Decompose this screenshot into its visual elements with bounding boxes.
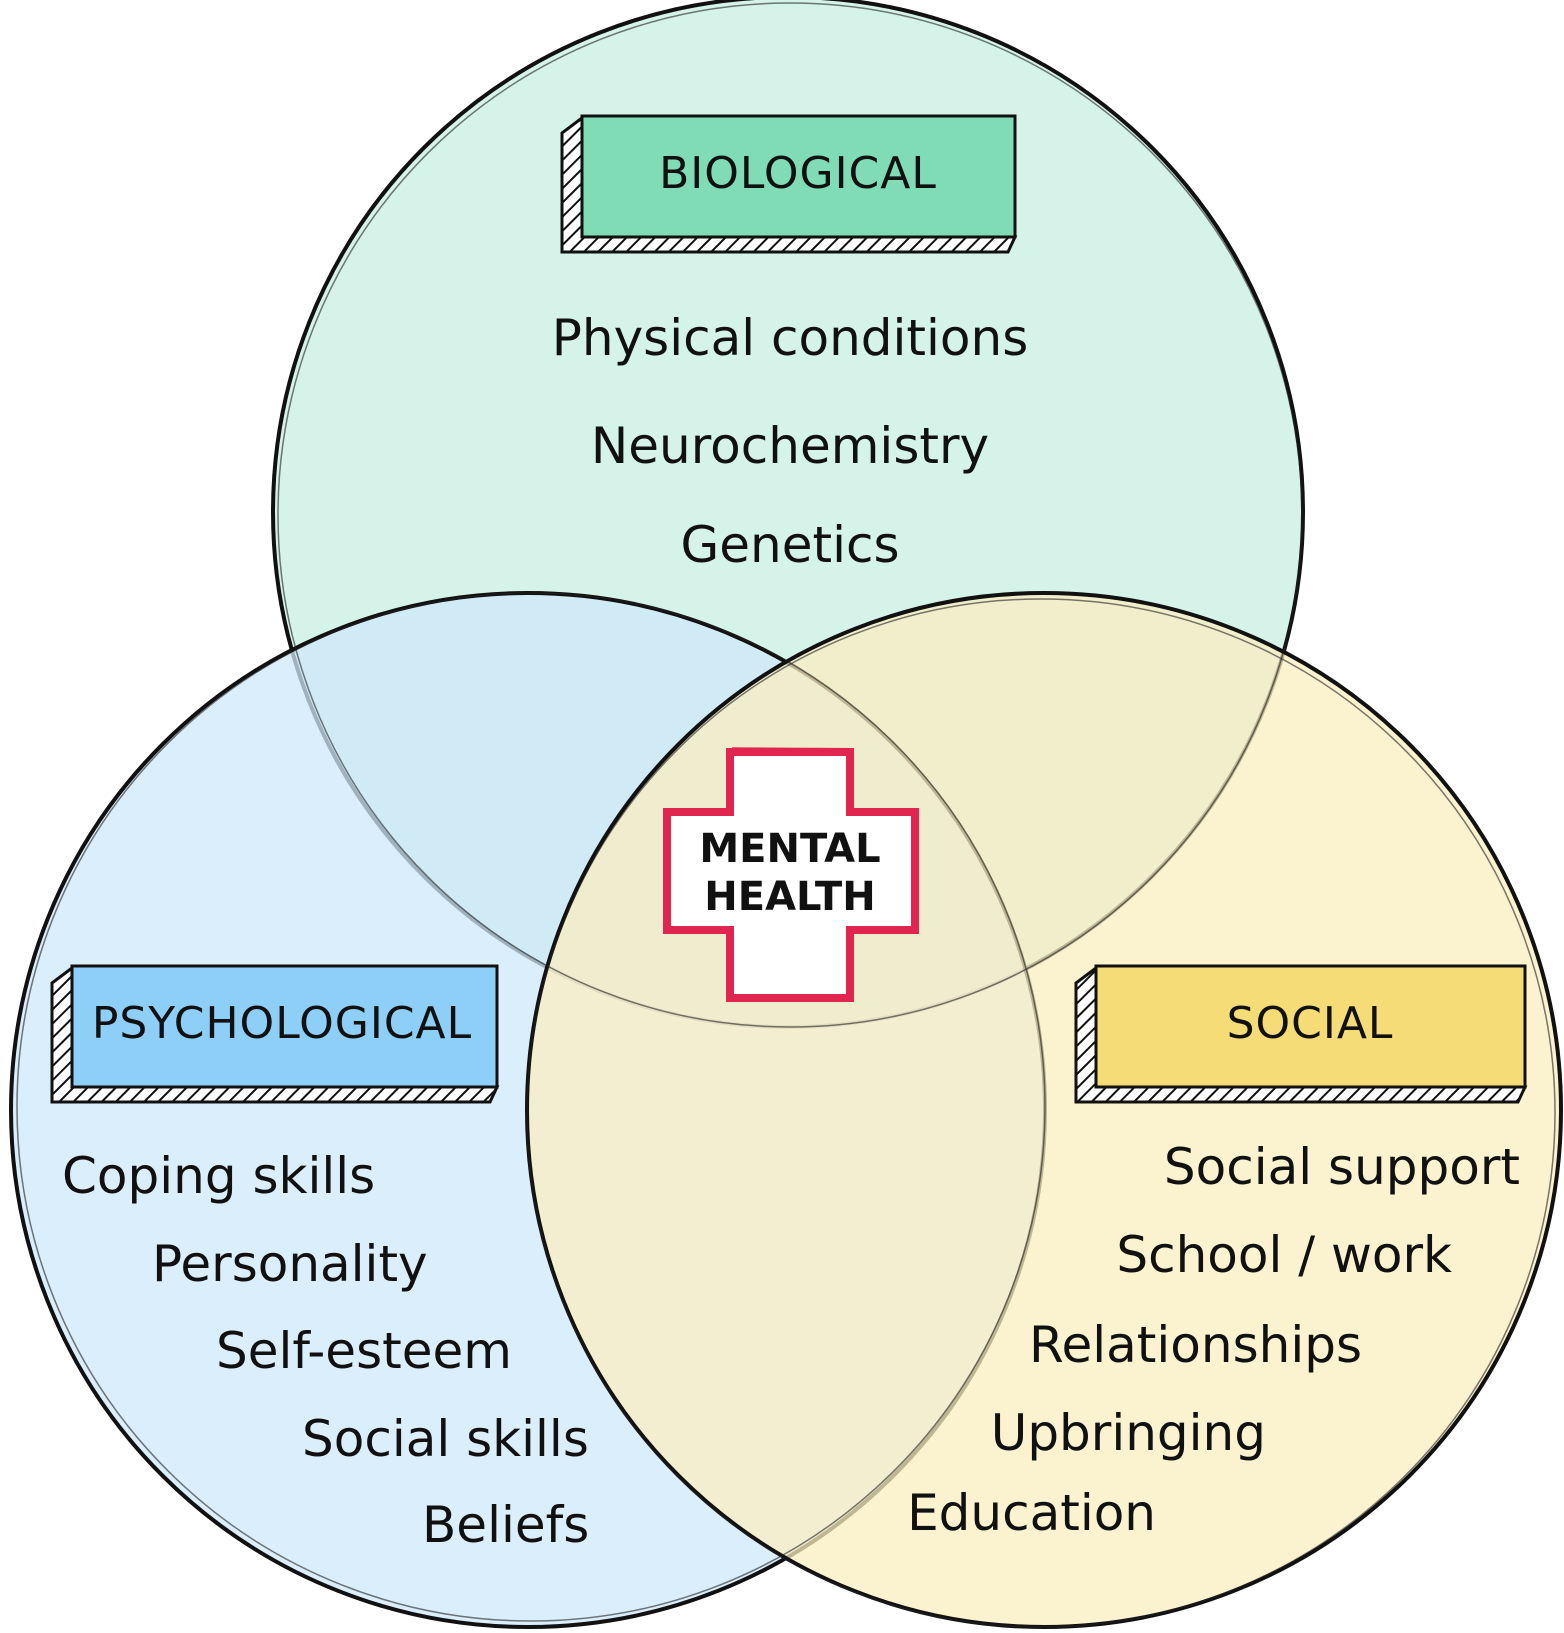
psychological-item: Social skills xyxy=(302,1410,589,1468)
social-item: Education xyxy=(907,1484,1156,1542)
biological-circle-sketch xyxy=(277,2,1303,1028)
social-item: Relationships xyxy=(1029,1316,1362,1374)
psychological-items: Coping skills Personality Self-esteem So… xyxy=(62,1147,589,1554)
biological-label: BIOLOGICAL xyxy=(659,148,937,199)
social-label: SOCIAL xyxy=(1227,998,1394,1049)
center-label-line2: HEALTH xyxy=(704,874,875,920)
biological-items: Physical conditions Neurochemistry Genet… xyxy=(552,309,1029,574)
psychological-label-box: PSYCHOLOGICAL xyxy=(50,964,500,1104)
medical-cross-icon: MENTAL HEALTH xyxy=(662,746,920,1003)
biological-item: Physical conditions xyxy=(552,309,1029,367)
psychological-circle-sketch xyxy=(16,592,1046,1622)
biological-label-box: BIOLOGICAL xyxy=(560,114,1018,254)
psychological-label: PSYCHOLOGICAL xyxy=(92,998,472,1049)
biological-item: Genetics xyxy=(681,516,900,574)
social-circle-sketch xyxy=(526,598,1556,1628)
social-item: Upbringing xyxy=(991,1404,1266,1462)
center-label-line1: MENTAL xyxy=(699,826,880,872)
social-label-box: SOCIAL xyxy=(1074,964,1528,1104)
psychological-item: Self-esteem xyxy=(216,1322,512,1380)
social-item: School / work xyxy=(1116,1226,1452,1284)
psychological-item: Coping skills xyxy=(62,1147,375,1205)
psychological-item: Personality xyxy=(152,1235,428,1293)
social-item: Social support xyxy=(1164,1138,1520,1196)
psychological-item: Beliefs xyxy=(422,1496,589,1554)
social-circle xyxy=(525,591,1563,1629)
biological-item: Neurochemistry xyxy=(591,417,989,475)
social-items: Social support School / work Relationshi… xyxy=(907,1138,1520,1542)
